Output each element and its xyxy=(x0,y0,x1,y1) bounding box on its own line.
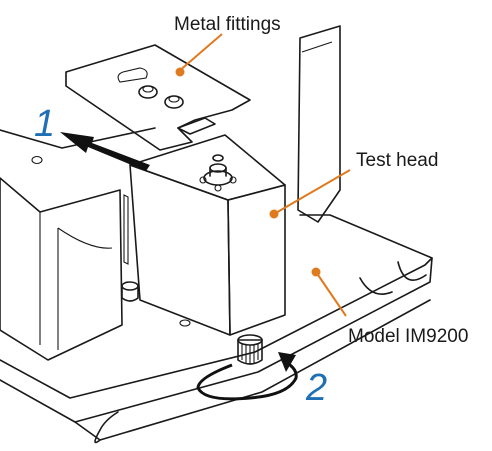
step2-rotation-arrow xyxy=(196,352,298,401)
fitting-screw-1 xyxy=(138,85,158,99)
test-head xyxy=(123,134,286,365)
label-test-head: Test head xyxy=(356,150,438,171)
step1-number: 1 xyxy=(34,103,55,145)
label-metal-fittings: Metal fittings xyxy=(174,14,281,35)
metal-fittings xyxy=(65,44,251,151)
leader-test-head xyxy=(269,169,351,219)
label-model: Model IM9200 xyxy=(348,326,468,347)
fitting-screw-2 xyxy=(164,95,184,109)
step2-number: 2 xyxy=(305,367,327,409)
leader-model xyxy=(311,267,347,317)
stand-base xyxy=(0,25,433,444)
leader-metal-fittings xyxy=(175,33,223,77)
step1-arrow xyxy=(60,132,150,171)
